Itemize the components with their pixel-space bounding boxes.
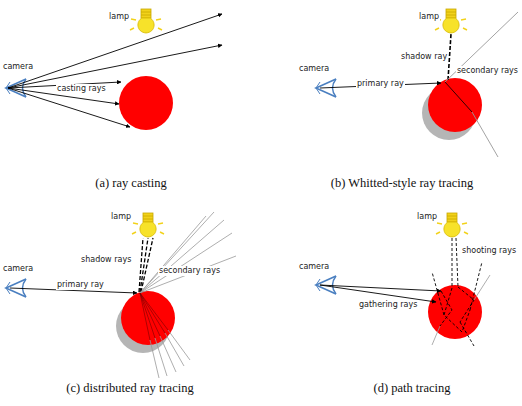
ray-line: [141, 238, 153, 292]
lamp-label: lamp: [416, 212, 438, 222]
ray-line: [448, 34, 451, 80]
panel-path-tracing: [316, 213, 490, 346]
ray-line: [160, 336, 176, 372]
ray-line: [140, 212, 214, 293]
panel-caption: (c) distributed ray tracing: [66, 381, 193, 395]
panel-distributed: [6, 212, 236, 378]
camera-label: camera: [298, 262, 330, 272]
ray-line: [150, 340, 159, 378]
ray-label: shadow rays: [80, 255, 132, 265]
ray-line: [460, 322, 474, 346]
ray-line: [452, 238, 453, 288]
ray-label: secondary rays: [456, 66, 519, 76]
ray-line: [140, 293, 155, 338]
ray-label: primary ray: [56, 280, 105, 290]
icon: [436, 213, 468, 237]
figure-part: [140, 212, 236, 378]
sphere: [119, 76, 173, 130]
ray-label: shooting rays: [461, 246, 517, 256]
panel-whitted: [316, 9, 518, 157]
lamp-label: lamp: [418, 12, 440, 22]
figure-part: [8, 14, 222, 127]
ray-line: [140, 293, 150, 340]
ray-line: [168, 330, 190, 360]
camera-label: camera: [2, 264, 34, 274]
ray-line: [470, 262, 482, 310]
ray-line: [140, 293, 165, 333]
sphere: [428, 78, 482, 132]
ray-line: [445, 12, 518, 82]
lamp-label: lamp: [108, 12, 130, 22]
ray-line: [140, 256, 236, 293]
ray-line: [444, 288, 470, 332]
ray-label: gathering rays: [358, 300, 418, 310]
ray-label: shadow ray: [400, 52, 448, 62]
ray-line: [472, 112, 498, 157]
ray-line: [140, 216, 206, 293]
camera-label: camera: [298, 64, 330, 74]
ray-line: [432, 326, 440, 345]
ray-label: secondary rays: [158, 266, 221, 276]
ray-label: primary ray: [356, 79, 405, 89]
panel-ray-casting: [6, 9, 222, 130]
ray-line: [432, 272, 444, 315]
figure-part: [432, 275, 490, 345]
lamp-label: lamp: [110, 212, 132, 222]
panel-caption: (a) ray casting: [95, 176, 167, 190]
ray-line: [474, 275, 490, 300]
ray-line: [140, 220, 224, 293]
panel-caption: (b) Whitted-style ray tracing: [331, 176, 473, 190]
ray-line: [456, 238, 458, 287]
ray-label: casting rays: [56, 84, 107, 94]
ray-line: [445, 82, 472, 112]
figure-part: [140, 293, 168, 340]
ray-line: [8, 45, 222, 88]
ray-line: [8, 14, 222, 88]
camera-label: camera: [2, 62, 34, 72]
ray-line: [140, 293, 160, 336]
icon: [132, 213, 164, 237]
ray-line: [165, 333, 184, 366]
panel-caption: (d) path tracing: [373, 381, 450, 395]
icon: [130, 9, 162, 33]
